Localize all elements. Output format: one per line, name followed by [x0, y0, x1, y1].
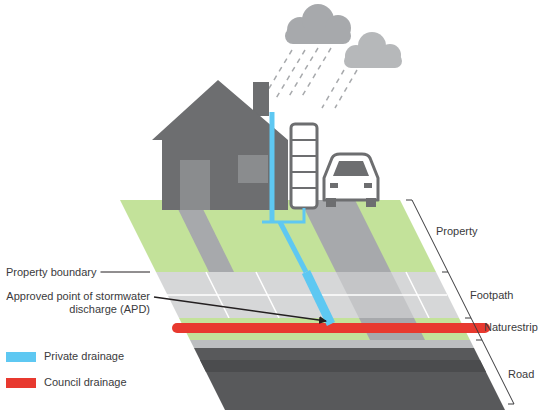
- leader-arrow: [154, 297, 326, 321]
- property-lawn: [120, 200, 436, 272]
- car: [324, 154, 378, 207]
- cloud: [344, 32, 402, 68]
- road-gutter: [200, 360, 486, 372]
- house-path: [176, 205, 234, 272]
- house: [152, 80, 288, 210]
- apd-label: Approved point of stormwater discharge (…: [4, 290, 150, 316]
- legend-text: Council drainage: [44, 376, 127, 389]
- legend-swatch: [6, 378, 36, 388]
- cloud: [285, 4, 351, 44]
- section-bracket: [406, 200, 514, 404]
- private-drainage: [262, 112, 331, 324]
- rainwater-tank: [291, 124, 317, 208]
- rain: [262, 48, 357, 108]
- section-label: Footpath: [470, 289, 513, 302]
- section-label: Naturestrip: [484, 321, 538, 334]
- section-label: Road: [508, 368, 534, 381]
- kerb: [190, 340, 474, 348]
- legend-text: Private drainage: [44, 350, 124, 363]
- driveway: [300, 200, 391, 272]
- legend-swatch: [6, 352, 36, 362]
- boundary-label: Property boundary: [6, 266, 97, 279]
- road: [194, 348, 505, 410]
- council-pipe: [172, 323, 490, 333]
- leader-line: [101, 272, 151, 273]
- section-label: Property: [436, 225, 478, 238]
